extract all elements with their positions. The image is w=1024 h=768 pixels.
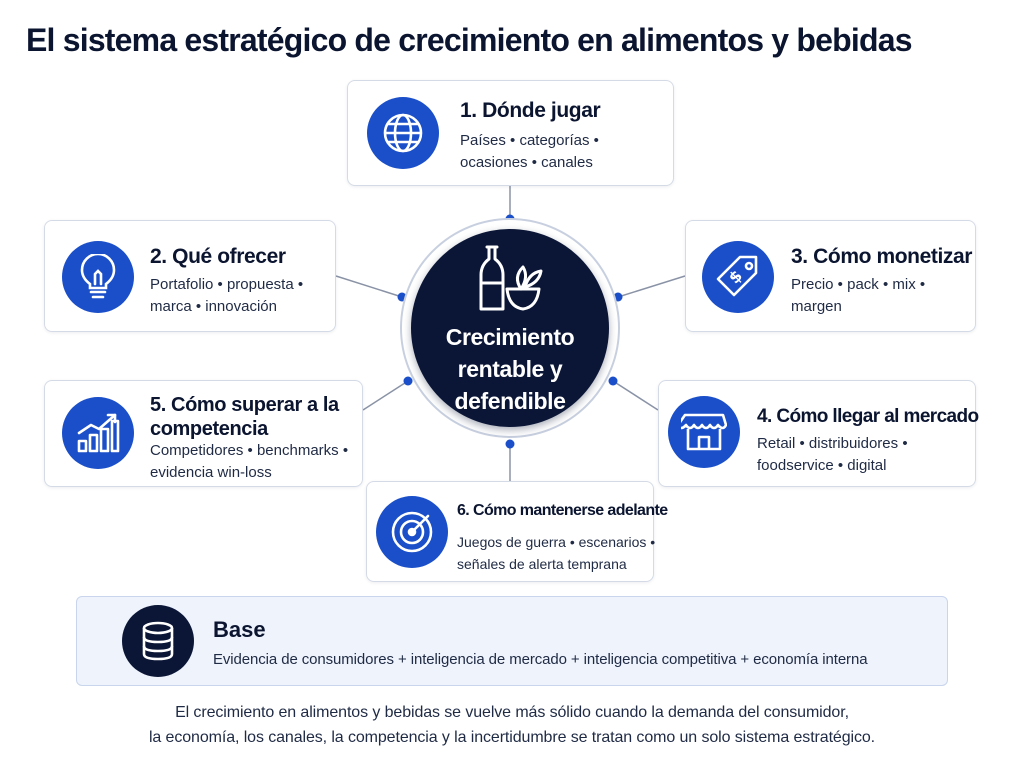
connector-dot	[505, 439, 515, 449]
card-description: Precio • pack • mix • margen	[791, 274, 956, 318]
growth-chart-icon	[62, 397, 134, 469]
card-heading: 6. Cómo mantenerse adelante	[457, 502, 668, 519]
card-line: marca • innovación	[150, 298, 277, 315]
storefront-icon	[668, 396, 740, 468]
card-line: señales de alerta temprana	[457, 556, 627, 572]
connector-monetize	[617, 275, 686, 298]
card-line: Juegos de guerra • escenarios •	[457, 534, 656, 550]
card-description: Juegos de guerra • escenarios • señales …	[457, 531, 657, 575]
connector-dot	[403, 376, 413, 386]
central-hub: Crecimiento rentable y defendible	[411, 229, 609, 427]
card-line: Competidores • benchmarks •	[150, 442, 349, 459]
footer-line-2: la economía, los canales, la competencia…	[148, 729, 876, 746]
base-panel: Base Evidencia de consumidores + intelig…	[76, 596, 948, 686]
radar-icon	[376, 496, 448, 568]
card-how-to-beat-competition: 5. Cómo superar a la competencia Competi…	[44, 380, 363, 487]
card-how-to-stay-ahead: 6. Cómo mantenerse adelante Juegos de gu…	[366, 481, 668, 582]
price-tag-icon: $	[702, 241, 774, 313]
connector-dot	[608, 376, 618, 386]
card-heading: 4. Cómo llegar al mercado	[757, 406, 979, 427]
card-heading: 3. Cómo monetizar	[791, 245, 973, 268]
globe-icon	[367, 97, 439, 169]
footer-line-1: El crecimiento en alimentos y bebidas se…	[175, 704, 849, 721]
card-heading: 1. Dónde jugar	[460, 99, 601, 122]
connector-market	[612, 380, 659, 411]
card-line: ocasiones • canales	[460, 154, 593, 171]
card-line: evidencia win-loss	[150, 464, 272, 481]
bottle-bowl-icon	[479, 245, 543, 311]
card-what-to-offer: 2. Qué ofrecer Portafolio • propuesta • …	[44, 220, 336, 332]
base-description: Evidencia de consumidores + inteligencia…	[213, 651, 868, 668]
page-title: El sistema estratégico de crecimiento en…	[26, 22, 913, 58]
connector-compete	[362, 380, 409, 411]
card-line: Países • categorías •	[460, 132, 599, 149]
card-description: Competidores • benchmarks • evidencia wi…	[150, 440, 362, 484]
card-description: Portafolio • propuesta • marca • innovac…	[150, 274, 330, 318]
hub-label: Crecimiento rentable y defendible	[421, 321, 599, 417]
card-line: Retail • distribuidores •	[757, 435, 908, 452]
hub-line-3: defendible	[454, 388, 566, 414]
card-heading: 5. Cómo superar a la competencia	[150, 394, 339, 440]
card-description: Retail • distribuidores • foodservice • …	[757, 433, 957, 477]
card-heading: 2. Qué ofrecer	[150, 245, 286, 268]
hub-line-1: Crecimiento	[445, 324, 575, 350]
card-line: Precio • pack • mix •	[791, 276, 926, 293]
footer-caption: El crecimiento en alimentos y bebidas se…	[60, 700, 964, 750]
hub-line-2: rentable y	[457, 356, 563, 382]
card-description: Países • categorías • ocasiones • canale…	[460, 130, 660, 174]
connector-what	[335, 275, 403, 298]
card-line: margen	[791, 298, 842, 315]
card-line: foodservice • digital	[757, 457, 887, 474]
lightbulb-icon	[62, 241, 134, 313]
base-heading: Base	[213, 617, 266, 642]
card-how-to-monetize: $ 3. Cómo monetizar Precio • pack • mix …	[685, 220, 976, 332]
database-icon	[122, 605, 194, 677]
card-how-to-reach-market: 4. Cómo llegar al mercado Retail • distr…	[658, 380, 979, 487]
card-line: Portafolio • propuesta •	[150, 276, 304, 293]
card-where-to-play: 1. Dónde jugar Países • categorías • oca…	[347, 80, 674, 186]
